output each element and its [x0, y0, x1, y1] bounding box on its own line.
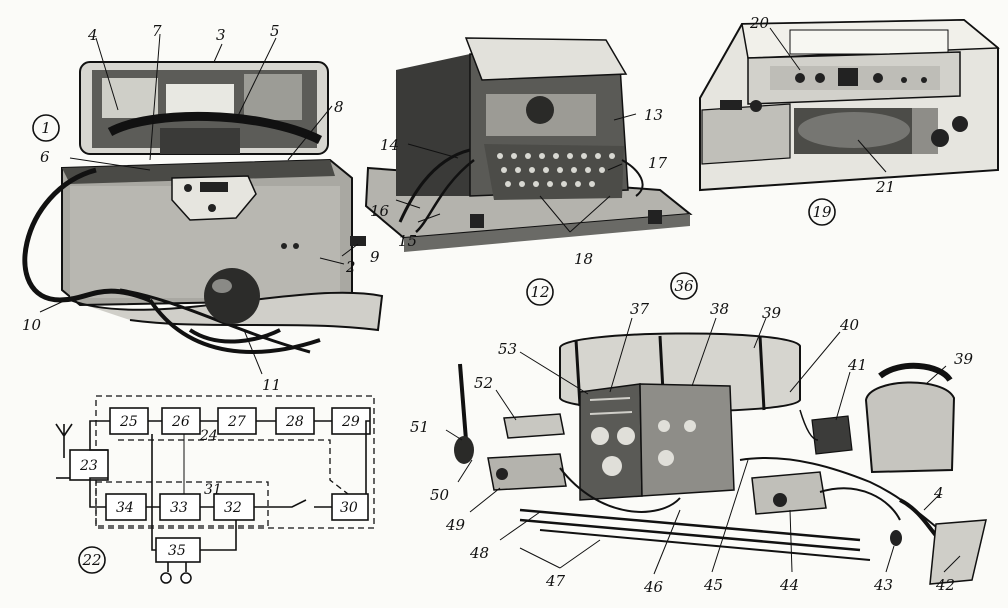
- callout-50: 50: [430, 486, 450, 504]
- block-33: 33: [170, 500, 188, 516]
- callout-9: 9: [370, 248, 380, 266]
- teleprinter-apparatus: [364, 37, 693, 252]
- callout-51: 51: [410, 418, 429, 436]
- callout-39-bag: 39: [954, 350, 974, 368]
- callout-12: 12: [530, 283, 549, 301]
- callout-10: 10: [22, 316, 42, 334]
- callout-42: 42: [935, 576, 955, 594]
- circle-12: [526, 278, 554, 306]
- callout-5: 5: [270, 22, 280, 40]
- block-32: 32: [224, 500, 242, 516]
- callout-2: 2: [345, 258, 356, 276]
- callout-43: 43: [873, 576, 893, 594]
- callout-16: 16: [370, 202, 390, 220]
- callout-46: 46: [643, 578, 664, 596]
- callout-47: 47: [545, 572, 566, 590]
- callout-49: 49: [445, 516, 466, 534]
- block-27: 27: [227, 414, 246, 430]
- callout-15: 15: [398, 232, 417, 250]
- callout-4-headset: 4: [933, 484, 944, 502]
- callout-53: 53: [498, 340, 517, 358]
- circle-22: [78, 546, 106, 574]
- block-25: 25: [119, 414, 138, 430]
- block-diagram: [55, 395, 375, 584]
- block-31: 31: [204, 482, 222, 498]
- block-26: 26: [171, 414, 190, 430]
- callout-41: 41: [847, 356, 867, 374]
- callout-4: 4: [87, 26, 98, 44]
- callout-37: 37: [630, 300, 650, 318]
- circle-1: [32, 114, 60, 142]
- field-telephone-set: [22, 61, 384, 354]
- callout-6: 6: [40, 148, 50, 166]
- block-29: 29: [341, 414, 360, 430]
- callout-39: 39: [762, 304, 782, 322]
- callout-14: 14: [380, 136, 399, 154]
- callout-3: 3: [216, 26, 226, 44]
- circle-19: [808, 198, 836, 226]
- callout-7: 7: [152, 22, 162, 40]
- leader-lines: [39, 27, 961, 575]
- callout-11: 11: [262, 376, 281, 394]
- tape-device-box: [699, 18, 1000, 192]
- callout-38: 38: [710, 300, 729, 318]
- block-28: 28: [285, 414, 304, 430]
- block-34: 34: [116, 500, 134, 516]
- radio-station-kit: [454, 332, 987, 585]
- block-23: 23: [79, 458, 98, 474]
- callout-48: 48: [469, 544, 489, 562]
- callout-8: 8: [334, 98, 344, 116]
- callout-22: 22: [81, 551, 101, 569]
- callout-21: 21: [875, 178, 895, 196]
- callout-1: 1: [41, 119, 51, 137]
- callout-13: 13: [644, 106, 663, 124]
- callout-19: 19: [812, 203, 832, 221]
- callout-17: 17: [648, 154, 668, 172]
- callout-44: 44: [779, 576, 799, 594]
- callout-20: 20: [749, 14, 770, 32]
- callout-52: 52: [474, 374, 493, 392]
- block-35: 35: [168, 543, 186, 559]
- callout-45: 45: [703, 576, 723, 594]
- callout-36: 36: [674, 277, 694, 295]
- block-24: 24: [199, 428, 218, 444]
- callout-40: 40: [839, 316, 860, 334]
- callout-18: 18: [574, 250, 593, 268]
- circle-36: [670, 272, 698, 300]
- block-30: 30: [340, 500, 358, 516]
